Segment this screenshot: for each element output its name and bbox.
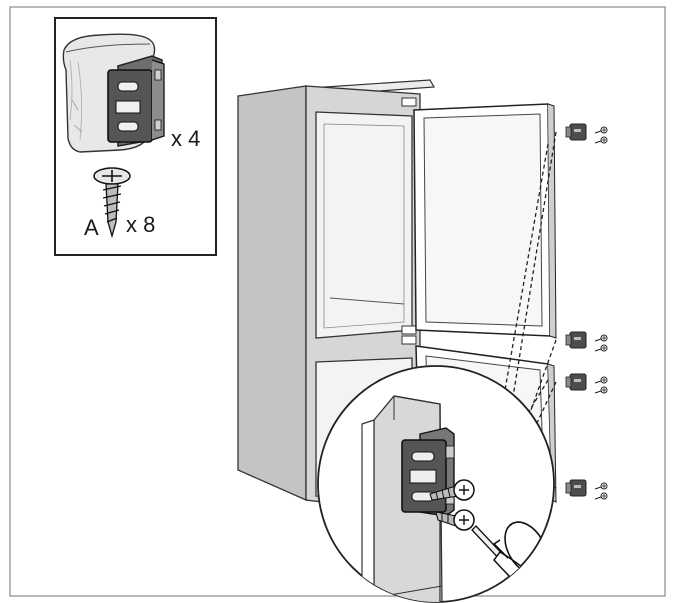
top-hinge [401,97,417,107]
screw-closeup-1 [429,479,475,501]
cabinet-side-panel [237,85,307,501]
screw-quantity-label: x 8 [126,212,155,237]
bracket-quantity-label: x 4 [171,126,200,151]
upper-compartment [315,111,413,339]
parts-inset: x 4 A x 8 [54,17,217,256]
screw-part [93,167,131,239]
screw-closeup-2 [435,509,475,531]
bracket-closeup [401,427,455,517]
bracket-part [107,55,165,147]
screw-letter-label: A [84,215,99,240]
middle-hinge [401,325,417,335]
zoom-detail [317,365,555,603]
